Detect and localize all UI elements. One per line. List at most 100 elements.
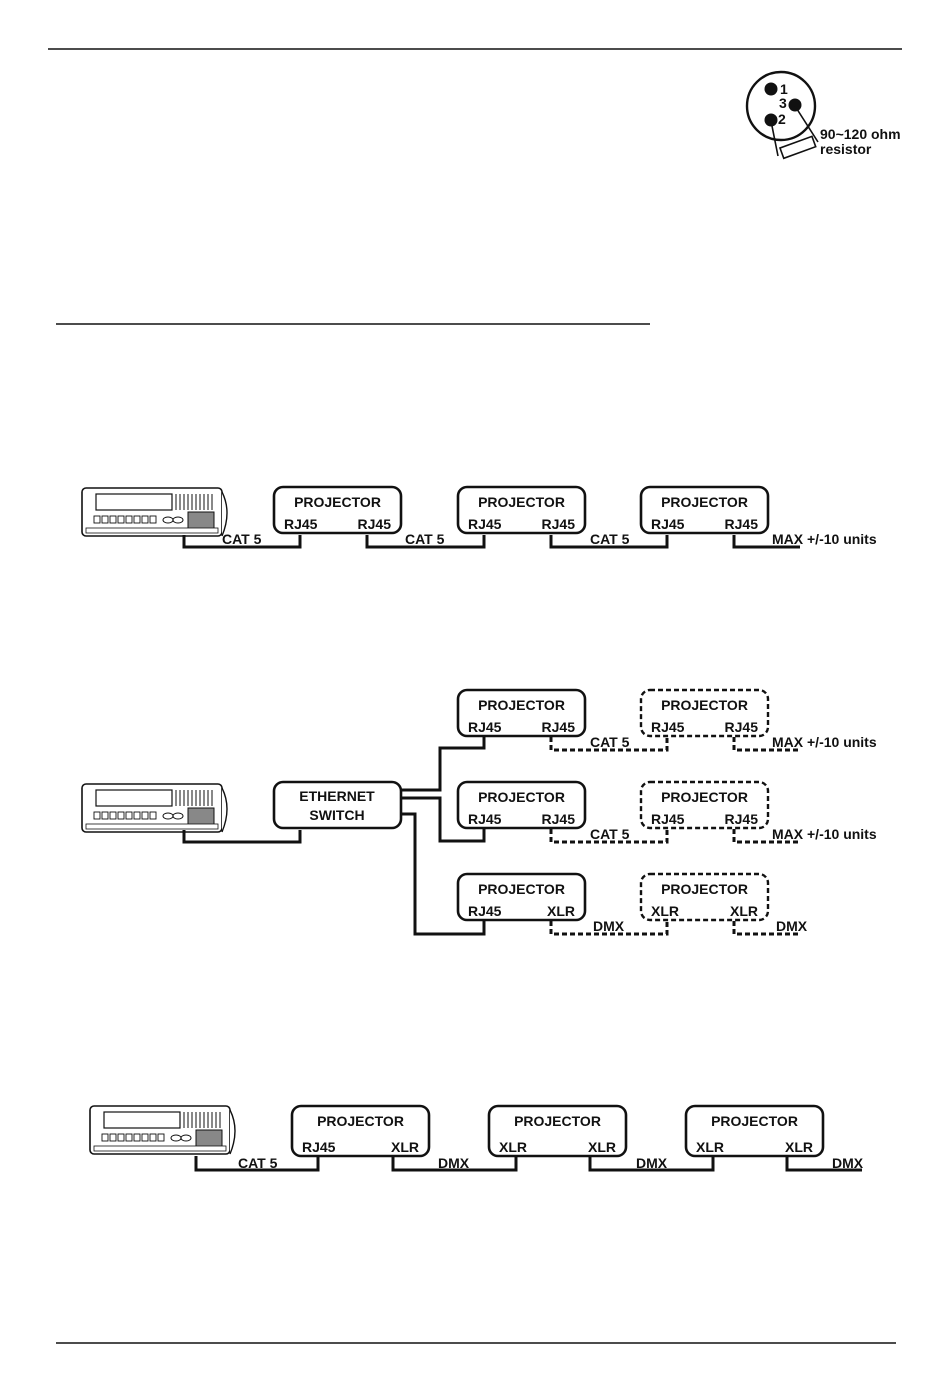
resistor-leads [770, 105, 819, 157]
switch-label-line2: SWITCH [309, 807, 364, 823]
port-label-left: XLR [651, 903, 679, 919]
projector-3c: PROJECTOR XLR XLR [684, 1104, 825, 1158]
port-label-left: RJ45 [651, 811, 685, 827]
cable-p3a-to-p3b [391, 1156, 518, 1172]
projector-3c-box [684, 1104, 825, 1158]
port-label-left: RJ45 [651, 719, 685, 735]
ethernet-switch: ETHERNET SWITCH [272, 780, 403, 830]
cable-p3c-out [785, 1156, 862, 1172]
pin-label-2: 2 [778, 111, 786, 127]
cable-p1c-out [732, 535, 800, 549]
port-label-left: RJ45 [468, 516, 502, 532]
switch-label-line1: ETHERNET [299, 788, 375, 804]
projector-1c-box [639, 485, 770, 535]
port-label-left: RJ45 [651, 516, 685, 532]
cable-switch-to-row3 [401, 812, 486, 936]
projector-1a-box [272, 485, 403, 535]
port-label-right: XLR [547, 903, 575, 919]
max-units-label: MAX +/-10 units [772, 734, 877, 750]
port-label-left: XLR [499, 1139, 527, 1155]
resistor-value: 90~120 ohm [820, 126, 901, 142]
cat5-label: CAT 5 [222, 531, 262, 547]
port-label-left: RJ45 [302, 1139, 336, 1155]
cat5-label: CAT 5 [590, 734, 630, 750]
pin-label-3: 3 [779, 95, 787, 111]
projector-title: PROJECTOR [478, 494, 565, 510]
projector-2d: PROJECTOR RJ45 RJ45 [639, 780, 770, 830]
projector-2f-box [639, 872, 770, 922]
lighting-console-3 [89, 1105, 236, 1155]
cat5-label: CAT 5 [238, 1155, 278, 1171]
port-label-left: RJ45 [468, 811, 502, 827]
cable-switch-to-row1 [401, 737, 486, 792]
port-label-right: RJ45 [358, 516, 392, 532]
projector-title: PROJECTOR [478, 881, 565, 897]
port-label-right: XLR [785, 1139, 813, 1155]
projector-2a-box [456, 688, 587, 738]
cable-console-to-p1a [182, 535, 302, 549]
dmx-label: DMX [438, 1155, 470, 1171]
projector-2c: PROJECTOR RJ45 RJ45 [456, 780, 587, 830]
projector-1b: PROJECTOR RJ45 RJ45 [456, 485, 587, 535]
resistor-word: resistor [820, 141, 872, 157]
xlr-pin-3 [788, 98, 802, 112]
cable-console-to-switch [182, 830, 302, 844]
port-label-right: RJ45 [725, 516, 759, 532]
projector-2b-box [639, 688, 770, 738]
dashed-cable-2b-out [732, 737, 800, 752]
projector-title: PROJECTOR [478, 697, 565, 713]
cable-p1b-to-p1c [549, 535, 669, 549]
lighting-console-1 [81, 487, 228, 537]
projector-2c-box [456, 780, 587, 830]
dashed-cable-2f-out [732, 921, 800, 936]
port-label-right: RJ45 [725, 811, 759, 827]
port-label-right: RJ45 [542, 811, 576, 827]
port-label-right: XLR [730, 903, 758, 919]
port-label-right: RJ45 [542, 516, 576, 532]
port-label-right: XLR [391, 1139, 419, 1155]
projector-3a-box [290, 1104, 431, 1158]
projector-3b-box [487, 1104, 628, 1158]
projector-title: PROJECTOR [294, 494, 381, 510]
dmx-label: DMX [593, 918, 625, 934]
projector-title: PROJECTOR [661, 789, 748, 805]
max-units-label: MAX +/-10 units [772, 826, 877, 842]
projector-3b: PROJECTOR XLR XLR [487, 1104, 628, 1158]
cable-switch-to-row2 [401, 796, 486, 843]
projector-title: PROJECTOR [478, 789, 565, 805]
cable-p1a-to-p1b [365, 535, 486, 549]
port-label-left: XLR [696, 1139, 724, 1155]
projector-1c: PROJECTOR RJ45 RJ45 [639, 485, 770, 535]
port-label-left: RJ45 [468, 719, 502, 735]
max-units-label: MAX +/-10 units [772, 531, 877, 547]
resistor-body [778, 135, 817, 160]
cat5-label: CAT 5 [590, 531, 630, 547]
ethernet-switch-box [272, 780, 403, 830]
port-label-left: RJ45 [468, 903, 502, 919]
projector-2e: PROJECTOR RJ45 XLR [456, 872, 587, 922]
dashed-cable-2d-out [732, 829, 800, 844]
projector-title: PROJECTOR [711, 1113, 798, 1129]
projector-2d-box [639, 780, 770, 830]
projector-3a: PROJECTOR RJ45 XLR [290, 1104, 431, 1158]
cat5-label: CAT 5 [405, 531, 445, 547]
pin-label-1: 1 [780, 81, 788, 97]
port-label-left: RJ45 [284, 516, 318, 532]
cat5-label: CAT 5 [590, 826, 630, 842]
cable-p3b-to-p3c [588, 1156, 715, 1172]
projector-title: PROJECTOR [317, 1113, 404, 1129]
port-label-right: XLR [588, 1139, 616, 1155]
dmx-label: DMX [636, 1155, 668, 1171]
projector-1b-box [456, 485, 587, 535]
xlr-pin-1 [764, 82, 778, 96]
projector-title: PROJECTOR [661, 494, 748, 510]
projector-title: PROJECTOR [514, 1113, 601, 1129]
xlr-pin-2 [764, 113, 778, 127]
cable-console-to-p3a [194, 1156, 320, 1172]
dmx-label: DMX [776, 918, 808, 934]
